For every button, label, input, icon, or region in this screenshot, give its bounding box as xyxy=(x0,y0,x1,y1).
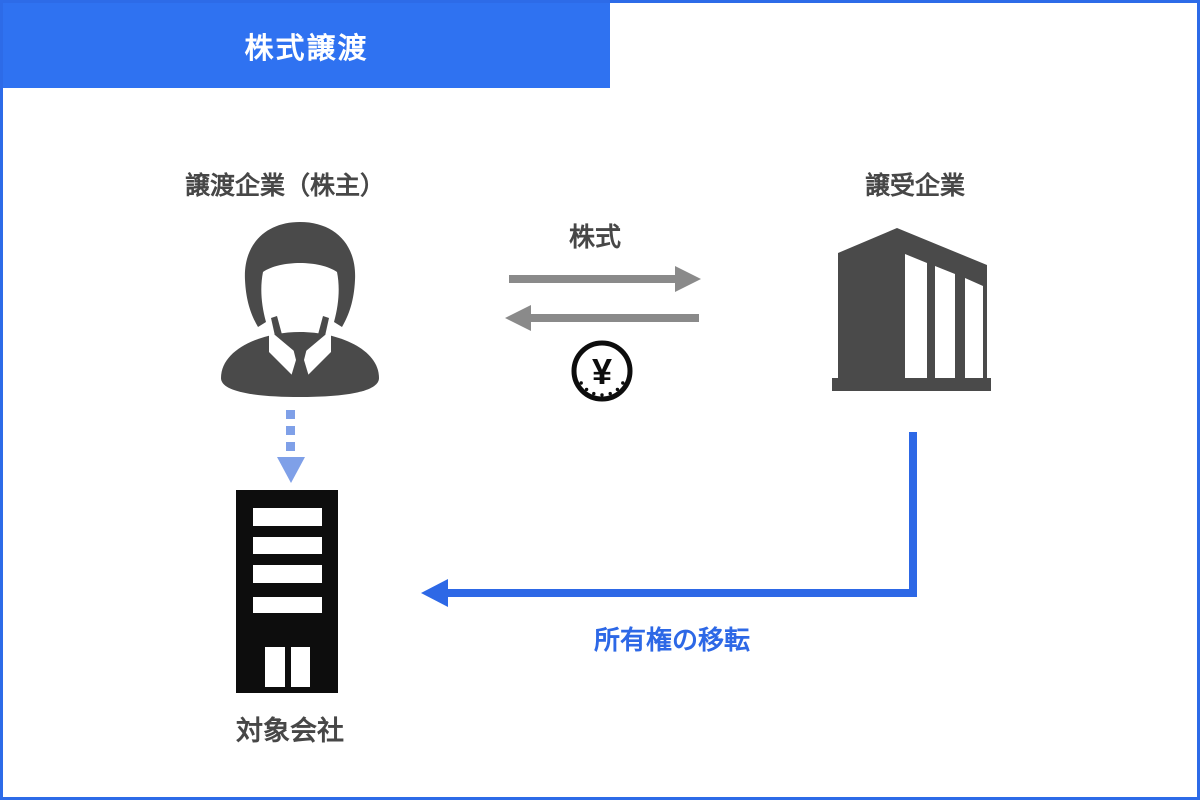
businessman-icon xyxy=(221,222,379,397)
diagram-title: 株式譲渡 xyxy=(244,32,369,65)
transferor-label: 譲渡企業（株主） xyxy=(184,172,385,200)
yen-symbol: ¥ xyxy=(592,351,612,392)
transferee-label: 譲受企業 xyxy=(864,172,965,200)
diagram-title-banner: 株式譲渡 xyxy=(3,3,610,88)
holding-dashed-arrow-icon xyxy=(277,410,305,483)
shares-payment-exchange-arrows-icon xyxy=(505,266,701,331)
office-building-icon xyxy=(832,228,991,391)
ownership-transfer-label: 所有権の移転 xyxy=(593,625,750,655)
ownership-transfer-arrow-icon xyxy=(421,432,917,607)
yen-coin-icon: ¥ xyxy=(571,340,633,402)
target-company-label: 対象会社 xyxy=(236,716,344,746)
shares-flow-label: 株式 xyxy=(568,222,621,252)
target-company-building-icon xyxy=(236,490,338,693)
